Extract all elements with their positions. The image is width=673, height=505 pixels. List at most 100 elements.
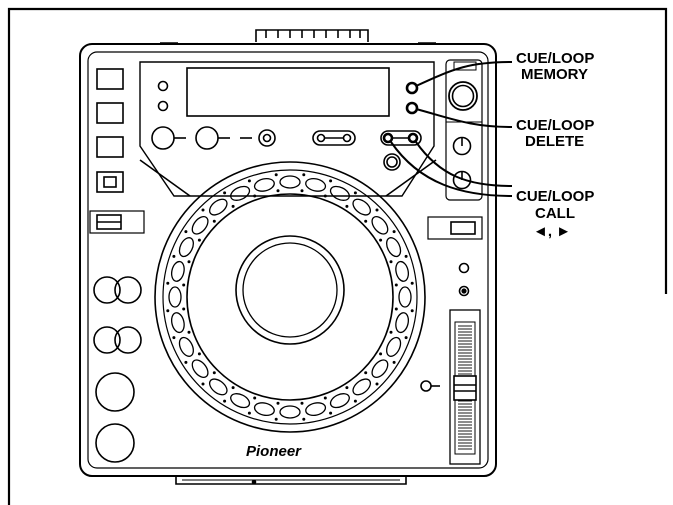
time-mode-button-center (262, 133, 272, 143)
callout-delete-line1: CUE/LOOP (516, 117, 594, 134)
jog-pad (371, 359, 389, 379)
callout-call-line1: CUE/LOOP (516, 188, 594, 205)
jog-dot (302, 173, 306, 177)
jog-pad (371, 215, 389, 235)
jog-dot (394, 307, 398, 311)
leader-cue-loop-call-left (390, 141, 513, 197)
jog-dot (389, 260, 393, 264)
jog-pad (352, 378, 372, 396)
jog-dot (182, 307, 186, 311)
callout-delete-line2: DELETE (525, 133, 584, 150)
jog-dot (223, 399, 227, 403)
cue-loop-delete-button (405, 101, 419, 115)
left-button-4 (96, 171, 124, 193)
jog-dot (184, 230, 188, 234)
jog-dot (187, 260, 191, 264)
jog-pad (386, 237, 402, 258)
left-button-4-inner (103, 176, 117, 188)
device-body (79, 43, 497, 477)
jog-dot (379, 352, 383, 356)
jog-dot (212, 219, 216, 223)
jog-dot (404, 254, 408, 258)
jog-dot (187, 330, 191, 334)
jog-dot (184, 360, 188, 364)
power-switch-housing (453, 61, 477, 71)
time-mode-button (258, 129, 276, 147)
jog-dot (375, 382, 379, 386)
jog-pad (395, 260, 410, 282)
jog-pad (230, 393, 251, 409)
jog-dot (197, 238, 201, 242)
jog-dot (166, 309, 170, 313)
jog-mode-switch (89, 210, 145, 234)
jog-pad (305, 402, 327, 417)
jog-dot (353, 191, 357, 195)
jog-dot (172, 336, 176, 340)
jog-pad (253, 177, 275, 192)
jog-dot (276, 189, 280, 193)
jog-pad (279, 405, 301, 419)
jog-pad (305, 177, 327, 192)
tempo-range-button (458, 285, 470, 297)
jog-dot (364, 371, 368, 375)
jog-dot (231, 204, 235, 208)
cue-loop-call-button (380, 130, 422, 146)
jog-pad (395, 312, 410, 334)
left-button-3 (96, 136, 124, 158)
jog-pad (178, 336, 194, 357)
panel-diagonal-right (385, 159, 437, 197)
jog-dial-pads (168, 175, 412, 419)
callout-memory-line2: MEMORY (521, 66, 588, 83)
jog-dot (166, 281, 170, 285)
jog-dot (247, 179, 251, 183)
jog-pad (170, 260, 185, 282)
device-body-inner (87, 51, 489, 469)
connector-pins (265, 30, 361, 38)
tempo-knob-1 (452, 136, 472, 156)
callout-call-line2: CALL (535, 205, 575, 222)
jog-pad (230, 185, 251, 201)
jog-dot (404, 336, 408, 340)
cue-loop-call-left (382, 132, 394, 144)
disc-slot-dot (251, 479, 257, 485)
jog-dot (302, 417, 306, 421)
reloop-button (383, 153, 401, 171)
leader-cue-loop-call-right (415, 141, 513, 187)
cue-loop-memory-button (405, 81, 419, 95)
left-button-2 (96, 102, 124, 124)
jog-dot (197, 352, 201, 356)
left-button-1 (96, 68, 124, 90)
jog-dot (172, 254, 176, 258)
jog-dot (410, 281, 414, 285)
right-control-panel (445, 59, 483, 201)
jog-pad (329, 185, 350, 201)
jog-dial-outer (154, 161, 426, 433)
jog-pad (170, 312, 185, 334)
jog-dot (323, 396, 327, 400)
jog-dot (300, 401, 304, 405)
disc-slot (175, 476, 407, 485)
jog-pad (279, 175, 301, 189)
jog-dot (274, 417, 278, 421)
play-pause-button (95, 423, 135, 463)
top-control-panel (139, 61, 435, 197)
jog-dot (345, 204, 349, 208)
tempo-knob-2 (452, 170, 472, 190)
jog-dot (231, 386, 235, 390)
brand-logo: Pioneer (246, 443, 302, 460)
jog-pad (329, 393, 350, 409)
jog-dot (353, 399, 357, 403)
jog-dot (323, 194, 327, 198)
jog-dot (247, 411, 251, 415)
display-window (186, 67, 390, 117)
jog-pad (208, 198, 228, 216)
tempo-slider-track (449, 309, 481, 465)
jog-dot (253, 396, 257, 400)
search-button-right (114, 276, 142, 304)
callout-memory-line1: CUE/LOOP (516, 50, 594, 67)
jog-dot (201, 208, 205, 212)
jog-dot (379, 238, 383, 242)
master-tempo-button (450, 221, 476, 235)
jog-dot (212, 371, 216, 375)
